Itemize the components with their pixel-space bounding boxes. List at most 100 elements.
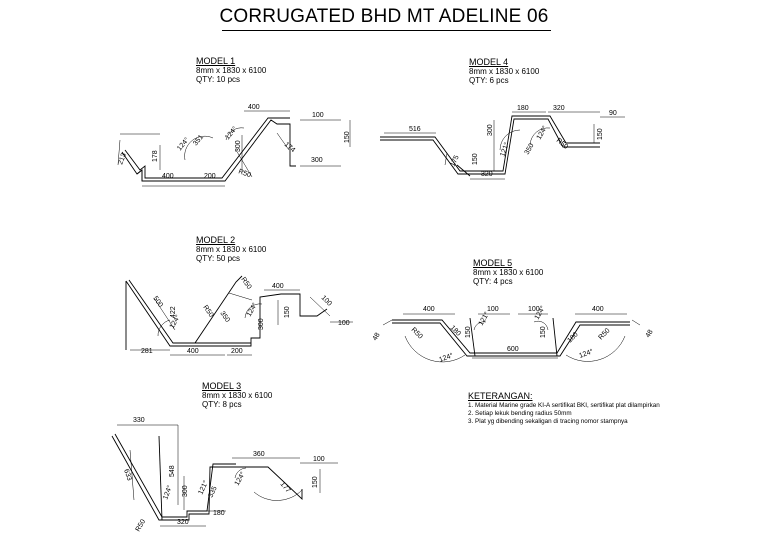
dim-label: 48 bbox=[645, 329, 655, 339]
dim-label: 281 bbox=[141, 348, 153, 355]
dim-label: 90 bbox=[609, 110, 617, 117]
dim-label: 180 bbox=[566, 331, 579, 344]
dim-label: 177 bbox=[278, 481, 291, 495]
title-underline bbox=[222, 30, 551, 31]
dim-label: 175 bbox=[449, 154, 460, 168]
model-name: MODEL 5 bbox=[473, 258, 513, 268]
dim-label: 150 bbox=[472, 153, 479, 165]
model-qty: QTY: 8 pcs bbox=[202, 400, 242, 409]
model-1-profile bbox=[121, 117, 296, 182]
model-size: 8mm x 1830 x 6100 bbox=[196, 66, 267, 75]
dim-label: 200 bbox=[204, 173, 216, 180]
model-qty: QTY: 4 pcs bbox=[473, 277, 513, 286]
model-name: MODEL 3 bbox=[202, 381, 242, 391]
dim-label: 400 bbox=[592, 306, 604, 313]
notes-block: KETERANGAN: 1. Material Marine grade KI-… bbox=[468, 391, 660, 427]
dim-label: R50 bbox=[597, 327, 611, 341]
dim-label: 360 bbox=[253, 451, 265, 458]
dim-label: 320 bbox=[481, 171, 493, 178]
dim-label: 100 bbox=[528, 306, 540, 313]
dim-label: 124° bbox=[535, 124, 549, 141]
dim-label: 150 bbox=[465, 326, 472, 338]
model-qty: QTY: 6 pcs bbox=[469, 76, 509, 85]
dim-label: 180 bbox=[517, 105, 529, 112]
dim-label: 330 bbox=[133, 417, 145, 424]
dim-label: 124° bbox=[223, 125, 239, 141]
model-name: MODEL 1 bbox=[196, 56, 236, 66]
dim-label: 100 bbox=[487, 306, 499, 313]
model-size: 8mm x 1830 x 6100 bbox=[469, 67, 540, 76]
model-3-profile bbox=[111, 433, 303, 521]
model-4-dimensions bbox=[384, 111, 625, 180]
dim-label: 300 bbox=[182, 485, 189, 497]
dim-label: 422 bbox=[170, 306, 177, 318]
dimension-labels: 213 178 400 124° 351 200 124° 300 R50 40… bbox=[117, 104, 654, 533]
model-name: MODEL 4 bbox=[469, 57, 509, 67]
model-3-dimensions bbox=[117, 424, 338, 527]
model-size: 8mm x 1830 x 6100 bbox=[473, 268, 544, 277]
model-size: 8mm x 1830 x 6100 bbox=[196, 245, 267, 254]
dim-label: 300 bbox=[311, 157, 323, 164]
dim-label: 300 bbox=[258, 318, 265, 330]
notes-heading: KETERANGAN: bbox=[468, 391, 533, 401]
dim-label: 124° bbox=[233, 470, 247, 487]
dim-label: 633 bbox=[122, 468, 133, 481]
dim-label: 300 bbox=[235, 140, 242, 152]
model-3-label: MODEL 3 8mm x 1830 x 6100 QTY: 8 pcs bbox=[202, 381, 273, 410]
dim-label: 150 bbox=[597, 128, 604, 140]
dim-label: 400 bbox=[248, 104, 260, 111]
model-5-label: MODEL 5 8mm x 1830 x 6100 QTY: 4 pcs bbox=[473, 258, 544, 287]
dim-label: 124° bbox=[161, 484, 174, 501]
dim-label: R50 bbox=[135, 518, 148, 533]
dim-label: R50 bbox=[239, 276, 252, 291]
dim-label: 350 bbox=[524, 142, 536, 156]
model-4-profile bbox=[380, 115, 600, 177]
dim-label: 150 bbox=[540, 326, 547, 338]
model-5-profile bbox=[392, 317, 630, 357]
model-qty: QTY: 50 pcs bbox=[196, 254, 241, 263]
dim-label: 180 bbox=[213, 510, 225, 517]
dim-label: 500 bbox=[151, 295, 163, 309]
dim-label: R50 bbox=[410, 326, 424, 340]
drawing-title: CORRUGATED BHD MT ADELINE 06 bbox=[219, 6, 549, 27]
dim-label: 150 bbox=[312, 476, 319, 488]
model-1-dimensions bbox=[117, 110, 351, 187]
dim-label: 174 bbox=[283, 141, 297, 154]
model-1-label: MODEL 1 8mm x 1830 x 6100 QTY: 10 pcs bbox=[196, 56, 267, 85]
dim-label: 400 bbox=[187, 348, 199, 355]
dim-label: 600 bbox=[507, 346, 519, 353]
dim-label: 320 bbox=[553, 105, 565, 112]
model-qty: QTY: 10 pcs bbox=[196, 75, 241, 84]
dim-label: 400 bbox=[272, 283, 284, 290]
model-5-dimensions bbox=[382, 313, 641, 363]
dim-label: 200 bbox=[231, 348, 243, 355]
dim-label: 213 bbox=[117, 152, 128, 165]
model-2-dimensions bbox=[130, 289, 353, 356]
dim-label: 350 bbox=[218, 310, 230, 324]
dim-label: 100 bbox=[313, 456, 325, 463]
dim-label: 516 bbox=[409, 126, 421, 133]
dim-label: 351 bbox=[192, 134, 205, 148]
dim-label: 150 bbox=[344, 131, 351, 143]
note-item: 1. Material Marine grade KI-A sertifikat… bbox=[468, 402, 660, 409]
dim-label: 400 bbox=[423, 306, 435, 313]
model-size: 8mm x 1830 x 6100 bbox=[202, 391, 273, 400]
model-name: MODEL 2 bbox=[196, 235, 236, 245]
dim-label: 150 bbox=[284, 306, 291, 318]
dim-label: 548 bbox=[169, 465, 176, 477]
model-4-label: MODEL 4 8mm x 1830 x 6100 QTY: 6 pcs bbox=[469, 57, 540, 86]
dim-label: R50 bbox=[237, 168, 252, 179]
model-2-profile bbox=[125, 275, 328, 350]
dim-label: 335 bbox=[207, 485, 218, 499]
dim-label: 124° bbox=[245, 301, 259, 318]
dim-label: 300 bbox=[487, 124, 494, 136]
dim-label: 400 bbox=[162, 173, 174, 180]
dim-label: 178 bbox=[152, 150, 159, 162]
dim-label: 100 bbox=[320, 294, 333, 307]
note-item: 3. Plat yg dibending sekaligan di tracin… bbox=[468, 418, 628, 426]
dim-label: 100 bbox=[338, 320, 350, 327]
model-2-label: MODEL 2 8mm x 1830 x 6100 QTY: 50 pcs bbox=[196, 235, 267, 264]
dim-label: 124° bbox=[578, 347, 595, 360]
